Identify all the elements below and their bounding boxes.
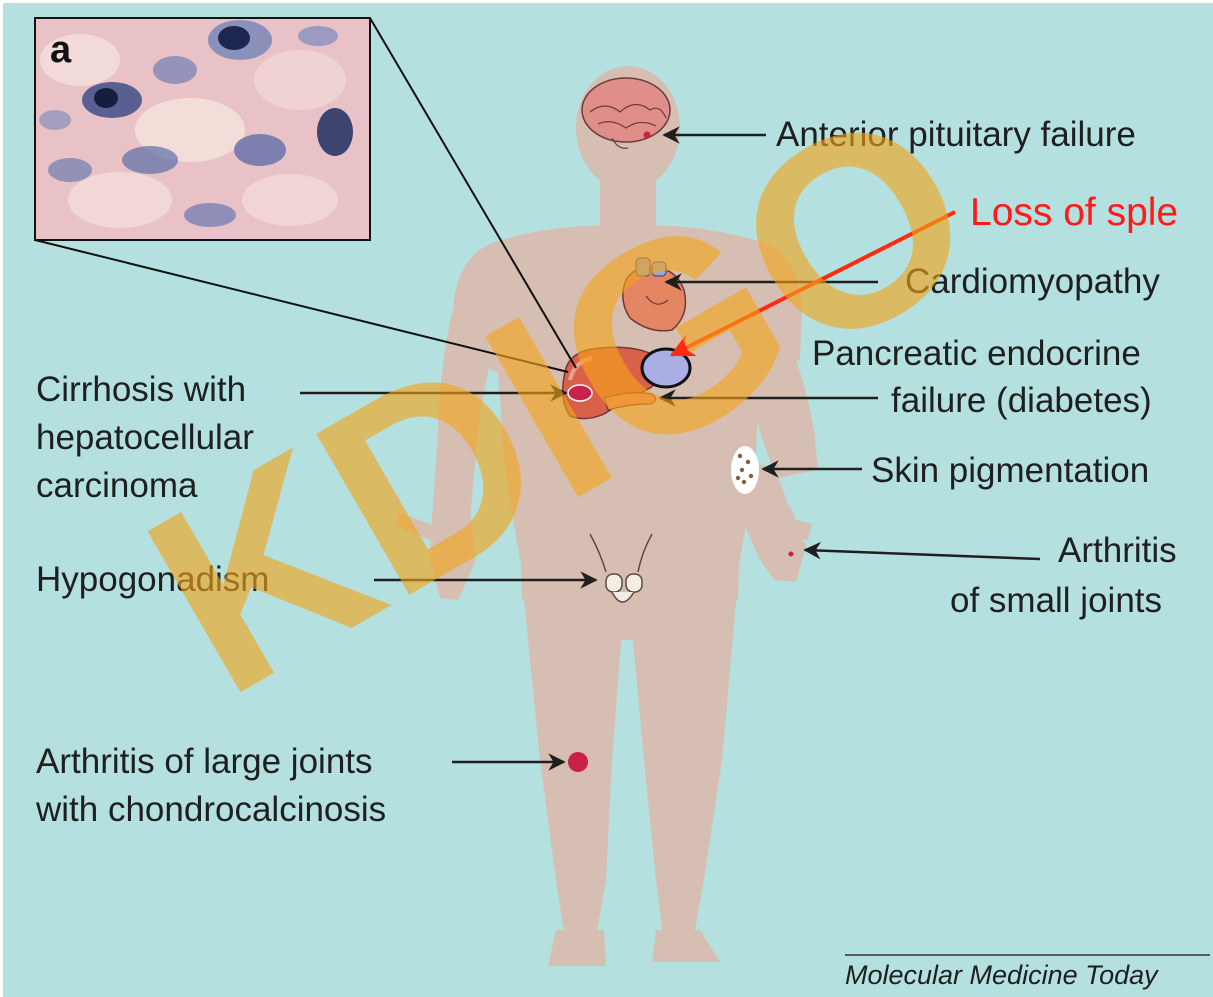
pituitary-marker bbox=[644, 132, 651, 139]
label-skin-pigmentation: Skin pigmentation bbox=[871, 451, 1149, 490]
label-arthritis-large-line2: with chondrocalcinosis bbox=[35, 790, 386, 829]
small-joint-marker bbox=[789, 552, 794, 557]
histology-inset: a bbox=[35, 18, 370, 240]
knee-joint-marker bbox=[568, 752, 588, 772]
label-arthritis-large-line1: Arthritis of large joints bbox=[36, 742, 373, 781]
credit-text: Molecular Medicine Today bbox=[845, 960, 1159, 990]
label-loss-of-spleen: Loss of sple bbox=[970, 191, 1178, 234]
label-arthritis-small-line1: Arthritis bbox=[1058, 531, 1177, 570]
panel-label: a bbox=[50, 29, 72, 71]
label-pancreatic-line2: failure (diabetes) bbox=[891, 381, 1152, 420]
label-arthritis-small-line2: of small joints bbox=[950, 581, 1162, 620]
label-cirrhosis-line1: Cirrhosis with bbox=[36, 370, 246, 409]
